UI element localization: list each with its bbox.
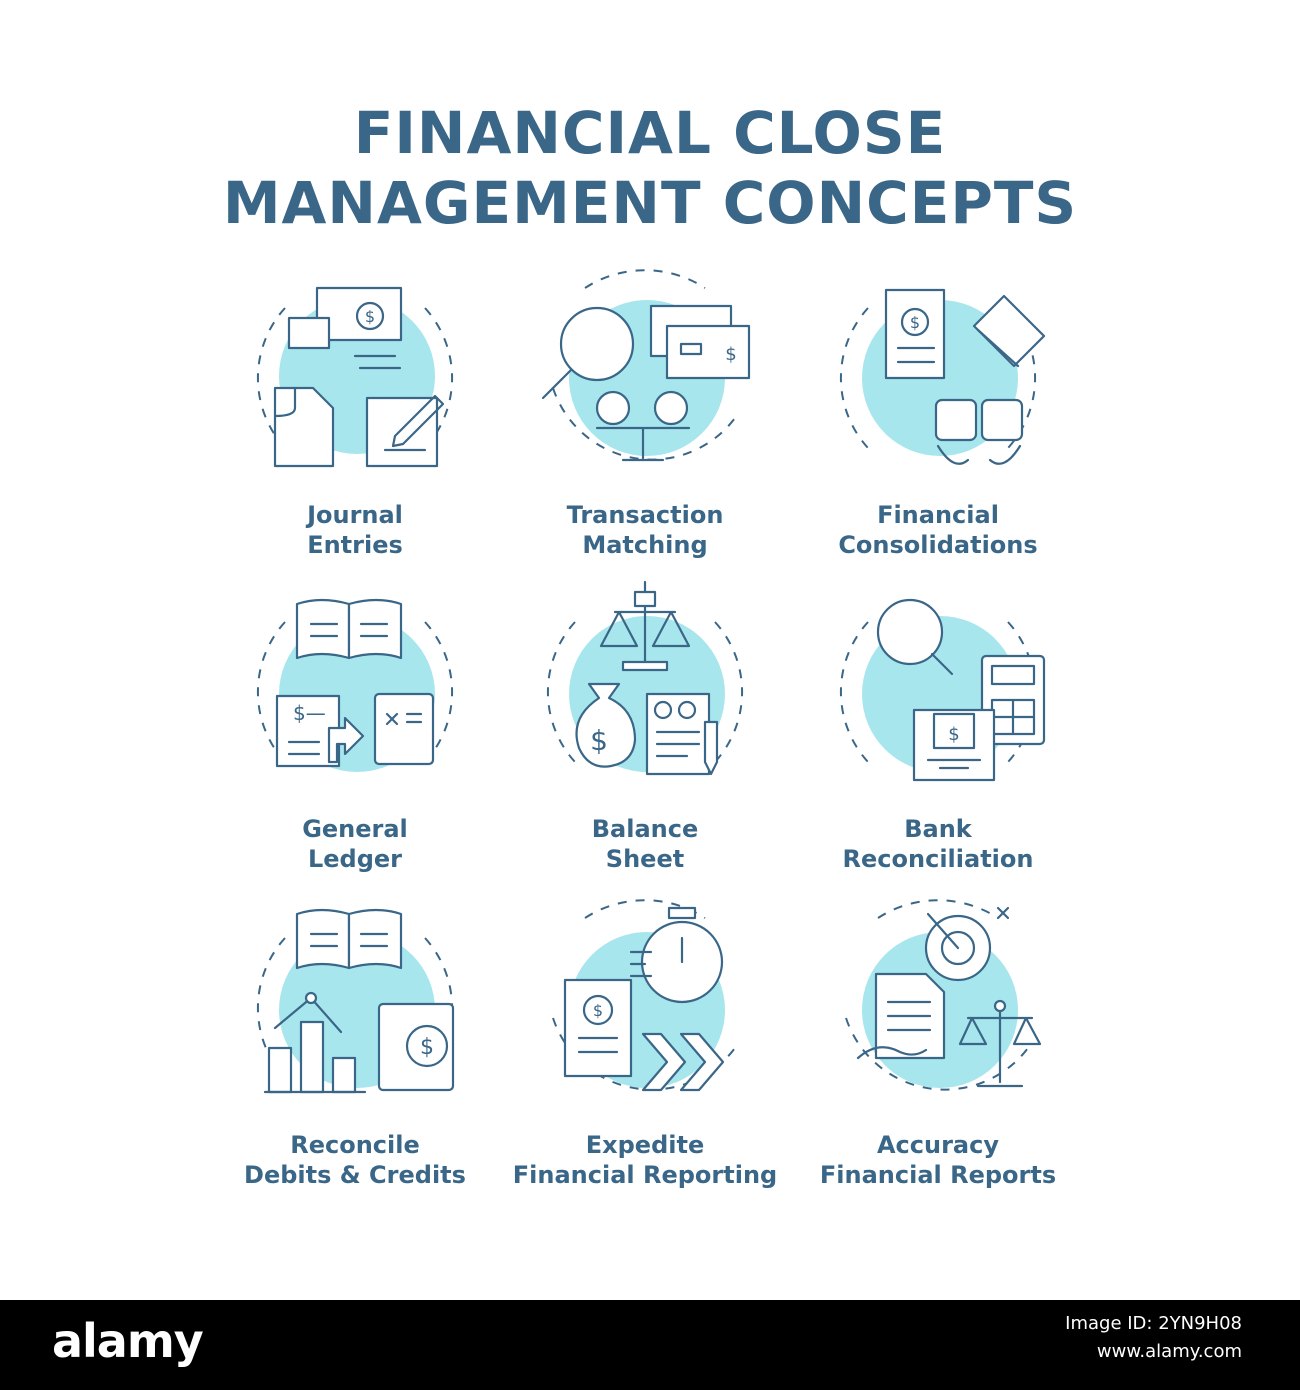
svg-text:$: $ <box>910 313 920 332</box>
svg-text:$: $ <box>590 724 608 757</box>
accuracy-financial-reports-icon <box>845 899 1042 1091</box>
svg-text:$—: $— <box>293 701 326 725</box>
page-title: FINANCIAL CLOSE MANAGEMENT CONCEPTS <box>0 98 1300 238</box>
footer-bar: alamy Image ID: 2YN9H08 www.alamy.com <box>0 1300 1300 1390</box>
reconcile-debits-credits-icon: $ <box>256 908 455 1094</box>
transaction-matching-icon: $ <box>541 269 751 462</box>
journal-entries-icon: $ <box>256 286 454 468</box>
title-line-2: MANAGEMENT CONCEPTS <box>222 169 1078 237</box>
svg-text:$: $ <box>593 1001 603 1020</box>
expedite-financial-reporting-icon: $ <box>552 899 736 1092</box>
svg-text:$: $ <box>948 724 959 745</box>
image-id: Image ID: 2YN9H08 <box>1065 1313 1242 1334</box>
balance-sheet-icon: $ <box>546 580 744 776</box>
svg-text:$: $ <box>365 307 375 326</box>
bank-reconciliation-icon: $ <box>839 598 1046 782</box>
svg-text:$: $ <box>725 344 736 365</box>
financial-consolidations-icon: $ <box>839 288 1046 465</box>
general-ledger-icon: $— <box>256 598 454 772</box>
image-id-block: Image ID: 2YN9H08 www.alamy.com <box>1065 1310 1242 1366</box>
title-line-1: FINANCIAL CLOSE <box>353 99 947 167</box>
svg-text:$: $ <box>420 1035 434 1060</box>
site-url: www.alamy.com <box>1096 1341 1242 1362</box>
alamy-logo: alamy <box>52 1314 204 1368</box>
